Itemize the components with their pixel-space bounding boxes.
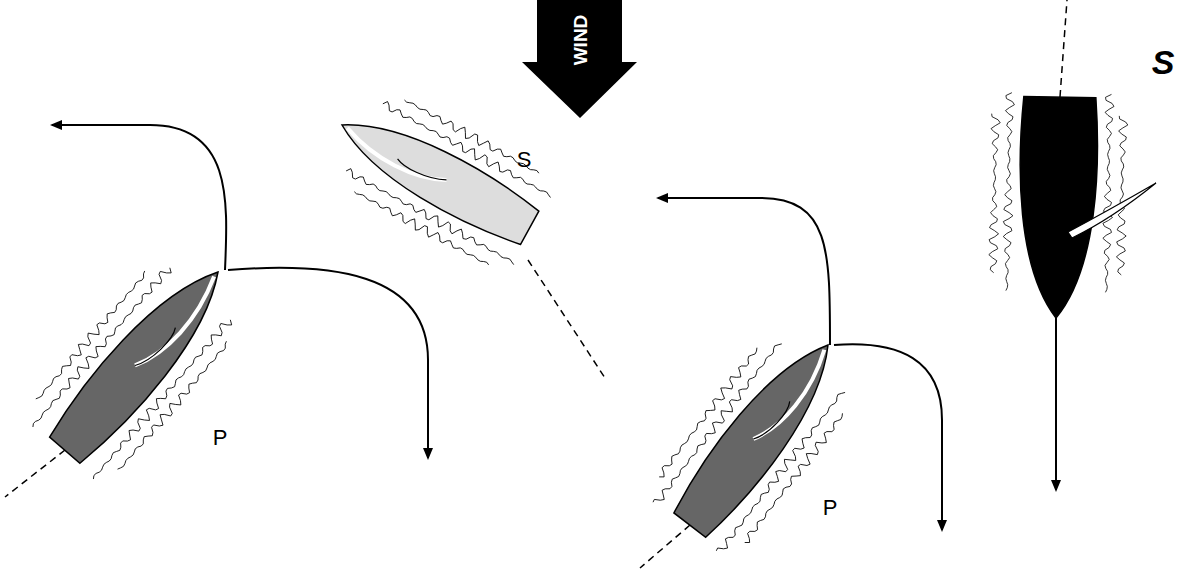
course-arrow (658, 198, 830, 345)
boat-label: P (823, 497, 838, 519)
water-ripple (344, 167, 517, 267)
course-arrow (52, 125, 226, 270)
wake-line (528, 260, 605, 378)
wake-line (640, 525, 690, 568)
course-arrow (1055, 318, 1057, 490)
water-ripple (655, 345, 761, 479)
course-arrow (834, 344, 942, 530)
water-ripple (652, 339, 784, 507)
water-ripple (1002, 93, 1015, 291)
port-boat (18, 234, 262, 491)
wake-line (1060, 0, 1067, 97)
water-ripple (89, 316, 233, 481)
water-ripple (115, 340, 232, 473)
port-boat (641, 309, 875, 564)
water-ripple (1102, 94, 1115, 292)
water-ripple (29, 264, 173, 429)
sail (1068, 183, 1156, 238)
starboard-boat (988, 92, 1129, 319)
water-ripple (989, 114, 1001, 273)
wind-label: WIND (571, 15, 590, 66)
water-ripple (715, 388, 847, 556)
wake-line (5, 450, 65, 497)
water-ripple (33, 269, 150, 402)
water-ripple (402, 96, 541, 178)
boat-label: P (213, 427, 228, 449)
course-arrow (228, 268, 428, 458)
boat-label: S (517, 149, 532, 171)
boat-label: S (1152, 45, 1175, 79)
wind-arrow (522, 0, 637, 118)
water-ripple (741, 411, 847, 545)
water-ripple (381, 100, 554, 200)
water-ripple (352, 187, 491, 269)
starboard-boat (315, 75, 561, 280)
water-ripple (1116, 116, 1128, 275)
